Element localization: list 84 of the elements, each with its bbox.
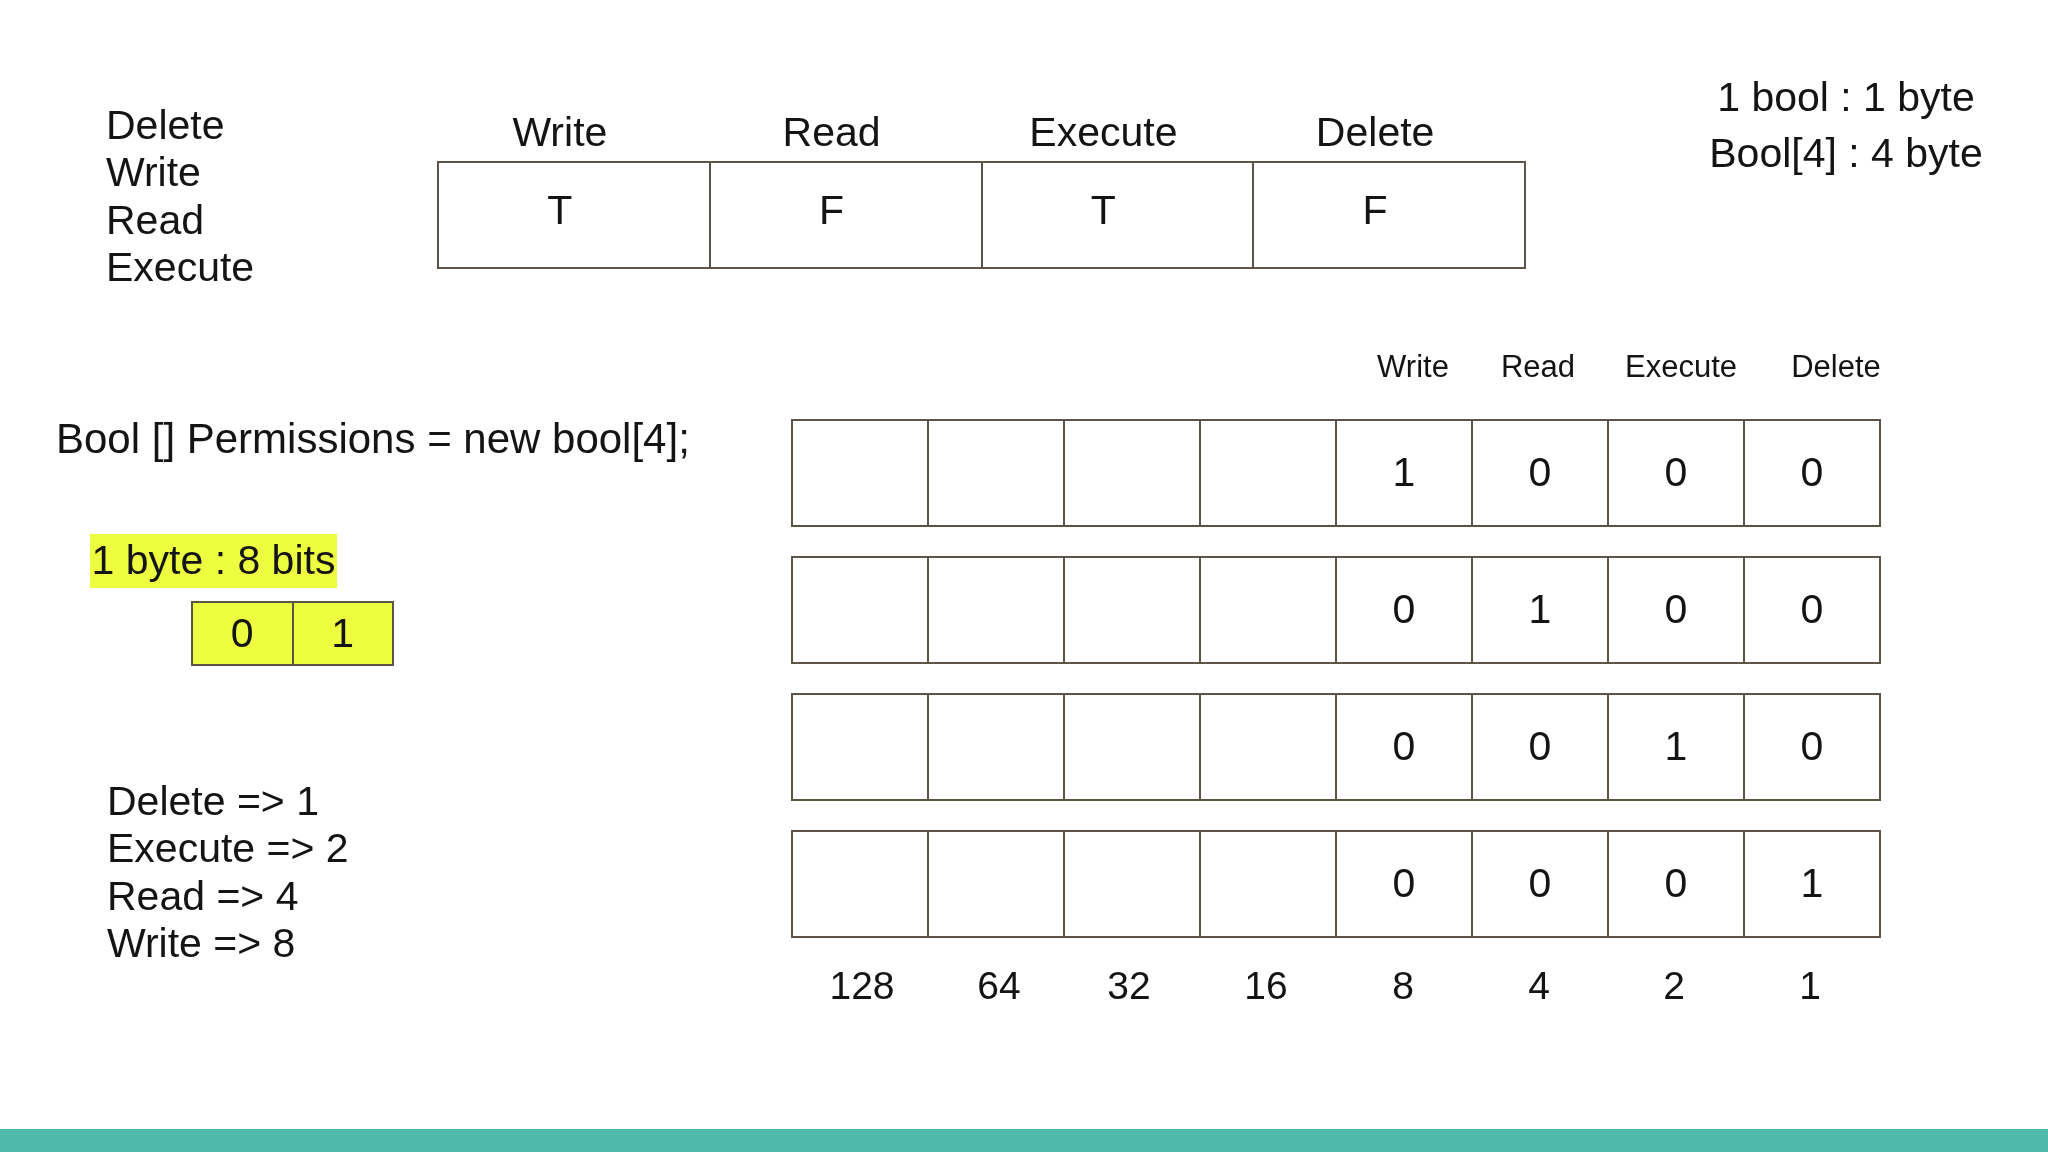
- bit-value: 0: [1392, 860, 1416, 908]
- column-header: Read: [782, 108, 881, 156]
- size-note: Bool[4] : 4 byte: [1709, 130, 1983, 178]
- bit-weight: 4: [1528, 964, 1550, 1009]
- bit-cell: [927, 419, 1065, 527]
- size-note: 1 byte : 8 bits: [91, 537, 336, 585]
- bit-cell: [1199, 556, 1337, 664]
- bit-value: 0: [1664, 860, 1688, 908]
- permission-name: Read: [106, 197, 204, 245]
- column-header: Execute: [1625, 349, 1737, 386]
- column-header: Delete: [1315, 108, 1435, 156]
- bit-cell: [791, 556, 929, 664]
- bit-value: 0: [1392, 586, 1416, 634]
- column-header: Write: [512, 108, 608, 156]
- bit-cell: [1199, 693, 1337, 801]
- bit-value-mapping: Delete => 1: [107, 778, 319, 826]
- bit-cell: [1063, 419, 1201, 527]
- bit-cell: [1199, 419, 1337, 527]
- bit-cell: [1335, 419, 1473, 527]
- bit-cell: [791, 693, 929, 801]
- bit-cell: [1607, 419, 1745, 527]
- bit-cell: [1471, 556, 1609, 664]
- bit-cell: [1063, 556, 1201, 664]
- bit-cell: [1471, 419, 1609, 527]
- code-line: Bool [] Permissions = new bool[4];: [56, 415, 690, 464]
- bit-value: 0: [1800, 586, 1824, 634]
- bit-cell: [1607, 693, 1745, 801]
- bit-weight: 16: [1244, 964, 1288, 1009]
- bit-cell: [1743, 556, 1881, 664]
- bit-cell: [1743, 419, 1881, 527]
- bit-weight: 1: [1799, 964, 1821, 1009]
- bit-value: 1: [1392, 449, 1416, 497]
- bit-cell: [927, 693, 1065, 801]
- column-header: Delete: [1791, 349, 1881, 386]
- bit-cell: [1335, 556, 1473, 664]
- bit-value: 1: [1664, 723, 1688, 771]
- bit-cell: [1063, 830, 1201, 938]
- permission-name: Write: [106, 149, 201, 197]
- bit-value: 0: [1800, 449, 1824, 497]
- bit-value: 1: [331, 609, 355, 658]
- bit-cell: [927, 556, 1065, 664]
- bit-value: 0: [1528, 723, 1552, 771]
- bit-cell: [291, 601, 394, 666]
- boolean-value: T: [547, 187, 573, 235]
- bit-weight: 32: [1107, 964, 1151, 1009]
- bit-value: 0: [1664, 449, 1688, 497]
- bit-value: 0: [1528, 860, 1552, 908]
- bit-value: 0: [230, 609, 254, 658]
- bit-value-mapping: Execute => 2: [107, 825, 349, 873]
- bit-cell: [1335, 693, 1473, 801]
- boolean-value: T: [1090, 187, 1116, 235]
- bit-value: 0: [1392, 723, 1416, 771]
- bit-cell: [1471, 830, 1609, 938]
- bit-cell: [791, 830, 929, 938]
- bit-cell: [791, 419, 929, 527]
- bit-cell: [1199, 830, 1337, 938]
- bit-cell: [191, 601, 294, 666]
- bit-value: 1: [1800, 860, 1824, 908]
- column-header: Execute: [1029, 108, 1178, 156]
- bit-cell: [1471, 693, 1609, 801]
- column-header: Write: [1377, 349, 1449, 386]
- boolean-value: F: [819, 187, 845, 235]
- bit-value-mapping: Write => 8: [107, 920, 296, 968]
- permission-name: Execute: [106, 244, 255, 292]
- bit-cell: [1607, 830, 1745, 938]
- bit-weight: 64: [977, 964, 1021, 1009]
- bit-value: 0: [1800, 723, 1824, 771]
- bit-weight: 8: [1392, 964, 1414, 1009]
- bit-cell: [1607, 556, 1745, 664]
- column-header: Read: [1500, 349, 1576, 386]
- bit-cell: [1743, 693, 1881, 801]
- permission-name: Delete: [106, 102, 225, 150]
- boolean-value: F: [1362, 187, 1388, 235]
- bit-value: 0: [1528, 449, 1552, 497]
- bit-value-mapping: Read => 4: [107, 873, 299, 921]
- bit-value: 1: [1528, 586, 1552, 634]
- bit-cell: [1335, 830, 1473, 938]
- bit-value: 0: [1664, 586, 1688, 634]
- bit-cell: [927, 830, 1065, 938]
- size-note: 1 bool : 1 byte: [1717, 74, 1975, 122]
- bit-weight: 2: [1663, 964, 1685, 1009]
- bit-cell: [1063, 693, 1201, 801]
- bit-cell: [1743, 830, 1881, 938]
- bit-weight: 128: [829, 964, 895, 1009]
